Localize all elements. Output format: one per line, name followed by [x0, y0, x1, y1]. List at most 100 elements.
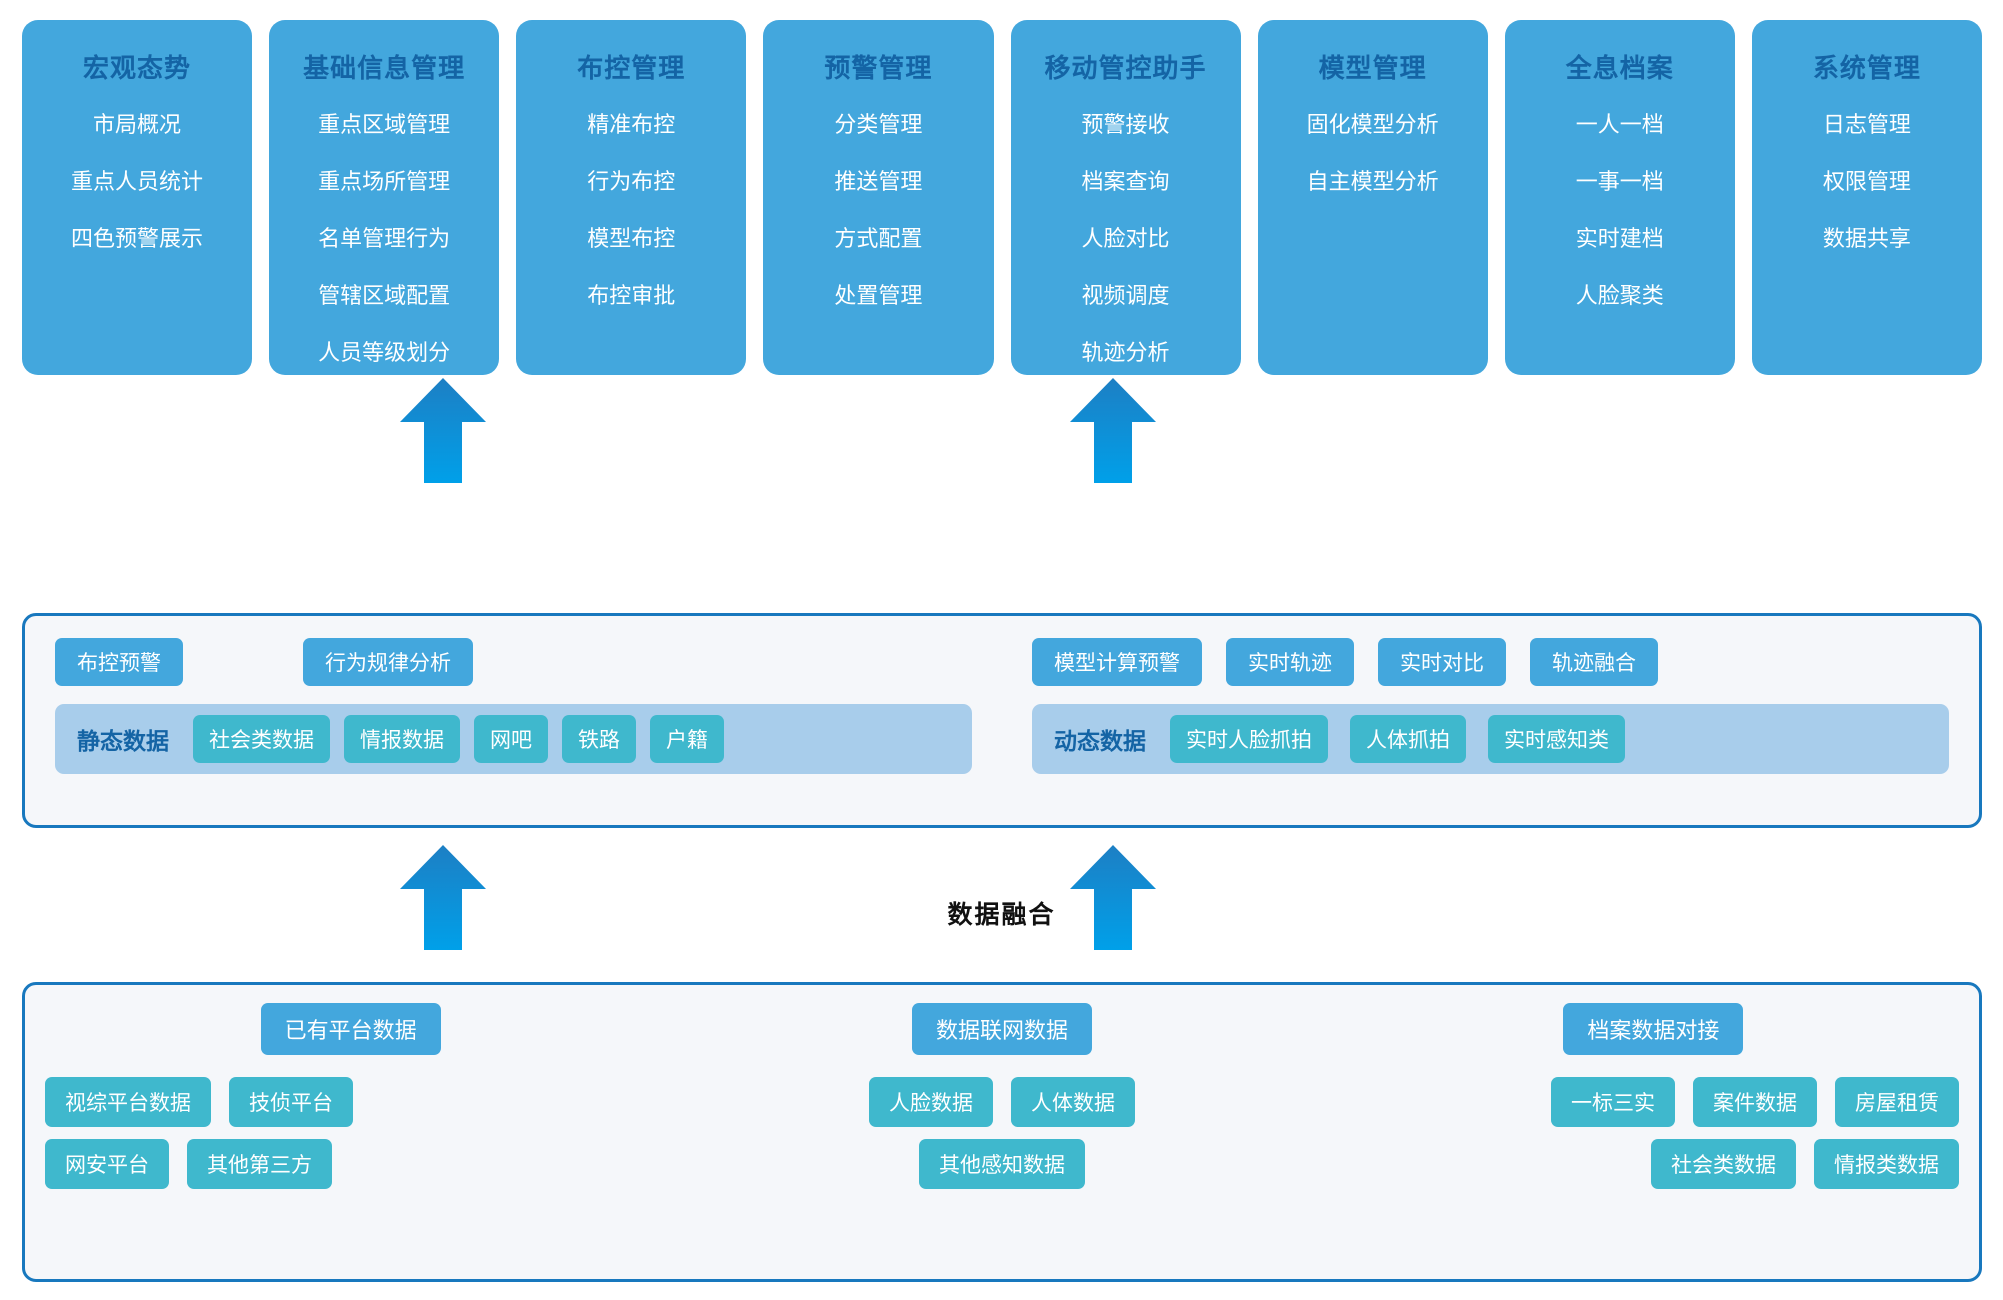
source-chip[interactable]: 其他第三方 — [187, 1139, 332, 1189]
data-source-chip[interactable]: 户籍 — [650, 715, 724, 763]
module-item[interactable]: 处置管理 — [834, 283, 923, 308]
module-item[interactable]: 人员等级划分 — [318, 340, 451, 365]
module-item[interactable]: 人脸聚类 — [1575, 283, 1664, 308]
module-title: 系统管理 — [1812, 53, 1921, 83]
source-chip[interactable]: 案件数据 — [1692, 1077, 1817, 1127]
module-item[interactable]: 名单管理行为 — [318, 226, 451, 251]
source-chip-row: 社会类数据情报类数据 — [1348, 1139, 1959, 1189]
data-source-chip[interactable]: 铁路 — [562, 715, 636, 763]
module-title: 模型管理 — [1318, 53, 1427, 83]
module-item[interactable]: 自主模型分析 — [1306, 169, 1439, 194]
module-column[interactable]: 移动管控助手预警接收档案查询人脸对比视频调度轨迹分析 — [1010, 20, 1241, 375]
source-chip-rows: 一标三实案件数据房屋租赁社会类数据情报类数据 — [1348, 1077, 1959, 1189]
module-title: 全息档案 — [1565, 53, 1674, 83]
source-chip[interactable]: 人体数据 — [1010, 1077, 1135, 1127]
source-chip[interactable]: 技侦平台 — [229, 1077, 353, 1127]
module-item[interactable]: 日志管理 — [1822, 112, 1911, 137]
source-group: 档案数据对接一标三实案件数据房屋租赁社会类数据情报类数据 — [1328, 985, 1979, 1279]
module-item[interactable]: 数据共享 — [1822, 226, 1911, 251]
source-group: 数据联网数据人脸数据人体数据其他感知数据 — [676, 985, 1327, 1279]
module-item[interactable]: 重点人员统计 — [71, 169, 204, 194]
source-chip[interactable]: 其他感知数据 — [918, 1139, 1085, 1189]
arrow-fusion-to-modules-right — [1070, 378, 1156, 483]
module-item[interactable]: 分类管理 — [834, 112, 923, 137]
source-chip-rows: 人脸数据人体数据其他感知数据 — [696, 1077, 1307, 1189]
module-item[interactable]: 推送管理 — [834, 169, 923, 194]
module-item[interactable]: 固化模型分析 — [1306, 112, 1439, 137]
data-source-chip[interactable]: 实时感知类 — [1488, 715, 1625, 763]
source-group-header[interactable]: 档案数据对接 — [1563, 1003, 1744, 1055]
source-chip-row: 其他感知数据 — [696, 1139, 1307, 1189]
module-item[interactable]: 四色预警展示 — [71, 226, 204, 251]
module-title: 移动管控助手 — [1044, 53, 1207, 83]
data-source-chip[interactable]: 网吧 — [474, 715, 548, 763]
static-data-band: 静态数据 社会类数据情报数据网吧铁路户籍 — [55, 704, 972, 774]
module-column[interactable]: 布控管理精准布控行为布控模型布控布控审批 — [516, 20, 747, 375]
dynamic-data-band: 动态数据 实时人脸抓拍人体抓拍实时感知类 — [1032, 704, 1949, 774]
dynamic-data-label: 动态数据 — [1054, 728, 1146, 754]
source-group: 已有平台数据视综平台数据技侦平台网安平台其他第三方 — [25, 985, 676, 1279]
application-modules-row: 宏观态势市局概况重点人员统计四色预警展示基础信息管理重点区域管理重点场所管理名单… — [22, 20, 1982, 375]
module-item[interactable]: 模型布控 — [587, 226, 676, 251]
capability-chip[interactable]: 实时对比 — [1378, 638, 1506, 686]
capability-chip[interactable]: 布控预警 — [55, 638, 183, 686]
source-chip-row: 人脸数据人体数据 — [696, 1077, 1307, 1127]
module-column[interactable]: 预警管理分类管理推送管理方式配置处置管理 — [763, 20, 994, 375]
source-chip[interactable]: 社会类数据 — [1650, 1139, 1796, 1189]
module-item[interactable]: 一事一档 — [1575, 169, 1664, 194]
source-chip-row: 视综平台数据技侦平台 — [45, 1077, 656, 1127]
module-item[interactable]: 预警接收 — [1081, 112, 1170, 137]
data-source-chip[interactable]: 实时人脸抓拍 — [1170, 715, 1328, 763]
module-item[interactable]: 档案查询 — [1081, 169, 1170, 194]
static-data-half: 布控预警 行为规律分析 静态数据 社会类数据情报数据网吧铁路户籍 — [25, 616, 1002, 825]
source-chip[interactable]: 网安平台 — [45, 1139, 169, 1189]
data-source-chip[interactable]: 情报数据 — [344, 715, 460, 763]
static-data-label: 静态数据 — [77, 728, 169, 754]
module-item[interactable]: 管辖区域配置 — [318, 283, 451, 308]
capability-chip[interactable]: 轨迹融合 — [1530, 638, 1658, 686]
module-item[interactable]: 精准布控 — [587, 112, 676, 137]
source-chip[interactable]: 情报类数据 — [1813, 1139, 1959, 1189]
module-item[interactable]: 重点场所管理 — [318, 169, 451, 194]
module-column[interactable]: 基础信息管理重点区域管理重点场所管理名单管理行为管辖区域配置人员等级划分 — [269, 20, 500, 375]
module-item[interactable]: 一人一档 — [1575, 112, 1664, 137]
arrow-sources-to-fusion-right — [1070, 845, 1156, 950]
capability-chip[interactable]: 模型计算预警 — [1032, 638, 1202, 686]
module-column[interactable]: 全息档案一人一档一事一档实时建档人脸聚类 — [1504, 20, 1735, 375]
module-column[interactable]: 模型管理固化模型分析自主模型分析 — [1257, 20, 1488, 375]
module-item[interactable]: 市局概况 — [93, 112, 182, 137]
source-group-header[interactable]: 数据联网数据 — [911, 1003, 1092, 1055]
source-chip[interactable]: 视综平台数据 — [45, 1077, 211, 1127]
static-data-chips: 社会类数据情报数据网吧铁路户籍 — [193, 715, 724, 763]
source-chip[interactable]: 房屋租赁 — [1834, 1077, 1959, 1127]
source-chip-row: 网安平台其他第三方 — [45, 1139, 656, 1189]
data-source-chip[interactable]: 社会类数据 — [193, 715, 330, 763]
module-item[interactable]: 人脸对比 — [1081, 226, 1170, 251]
module-item[interactable]: 权限管理 — [1822, 169, 1911, 194]
capability-chip[interactable]: 行为规律分析 — [303, 638, 473, 686]
module-item[interactable]: 行为布控 — [587, 169, 676, 194]
source-chip-rows: 视综平台数据技侦平台网安平台其他第三方 — [45, 1077, 656, 1189]
module-item[interactable]: 方式配置 — [834, 226, 923, 251]
module-title: 基础信息管理 — [303, 53, 466, 83]
arrow-sources-to-fusion-left — [400, 845, 486, 950]
source-group-header[interactable]: 已有平台数据 — [260, 1003, 441, 1055]
data-fusion-label: 数据融合 — [947, 901, 1056, 929]
module-item[interactable]: 布控审批 — [587, 283, 676, 308]
arrow-fusion-to-modules-left — [400, 378, 486, 483]
module-item[interactable]: 重点区域管理 — [318, 112, 451, 137]
source-chip[interactable]: 一标三实 — [1550, 1077, 1675, 1127]
module-item[interactable]: 实时建档 — [1575, 226, 1664, 251]
source-data-panel: 已有平台数据视综平台数据技侦平台网安平台其他第三方数据联网数据人脸数据人体数据其… — [22, 982, 1982, 1282]
module-title: 预警管理 — [824, 53, 933, 83]
module-item[interactable]: 视频调度 — [1081, 283, 1170, 308]
module-title: 布控管理 — [577, 53, 686, 83]
data-source-chip[interactable]: 人体抓拍 — [1350, 715, 1466, 763]
static-capability-chips: 布控预警 行为规律分析 — [55, 638, 972, 686]
capability-chip[interactable]: 实时轨迹 — [1226, 638, 1354, 686]
module-column[interactable]: 宏观态势市局概况重点人员统计四色预警展示 — [22, 20, 253, 375]
source-chip[interactable]: 人脸数据 — [868, 1077, 993, 1127]
module-item[interactable]: 轨迹分析 — [1081, 340, 1170, 365]
module-column[interactable]: 系统管理日志管理权限管理数据共享 — [1751, 20, 1982, 375]
